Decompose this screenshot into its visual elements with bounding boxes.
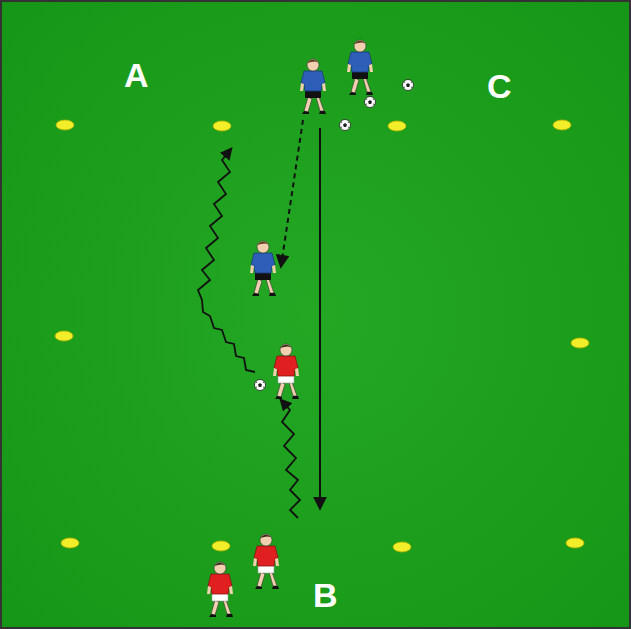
area-letter: B [313,578,338,612]
area-letter: A [124,58,149,92]
area-letter: C [487,69,512,103]
